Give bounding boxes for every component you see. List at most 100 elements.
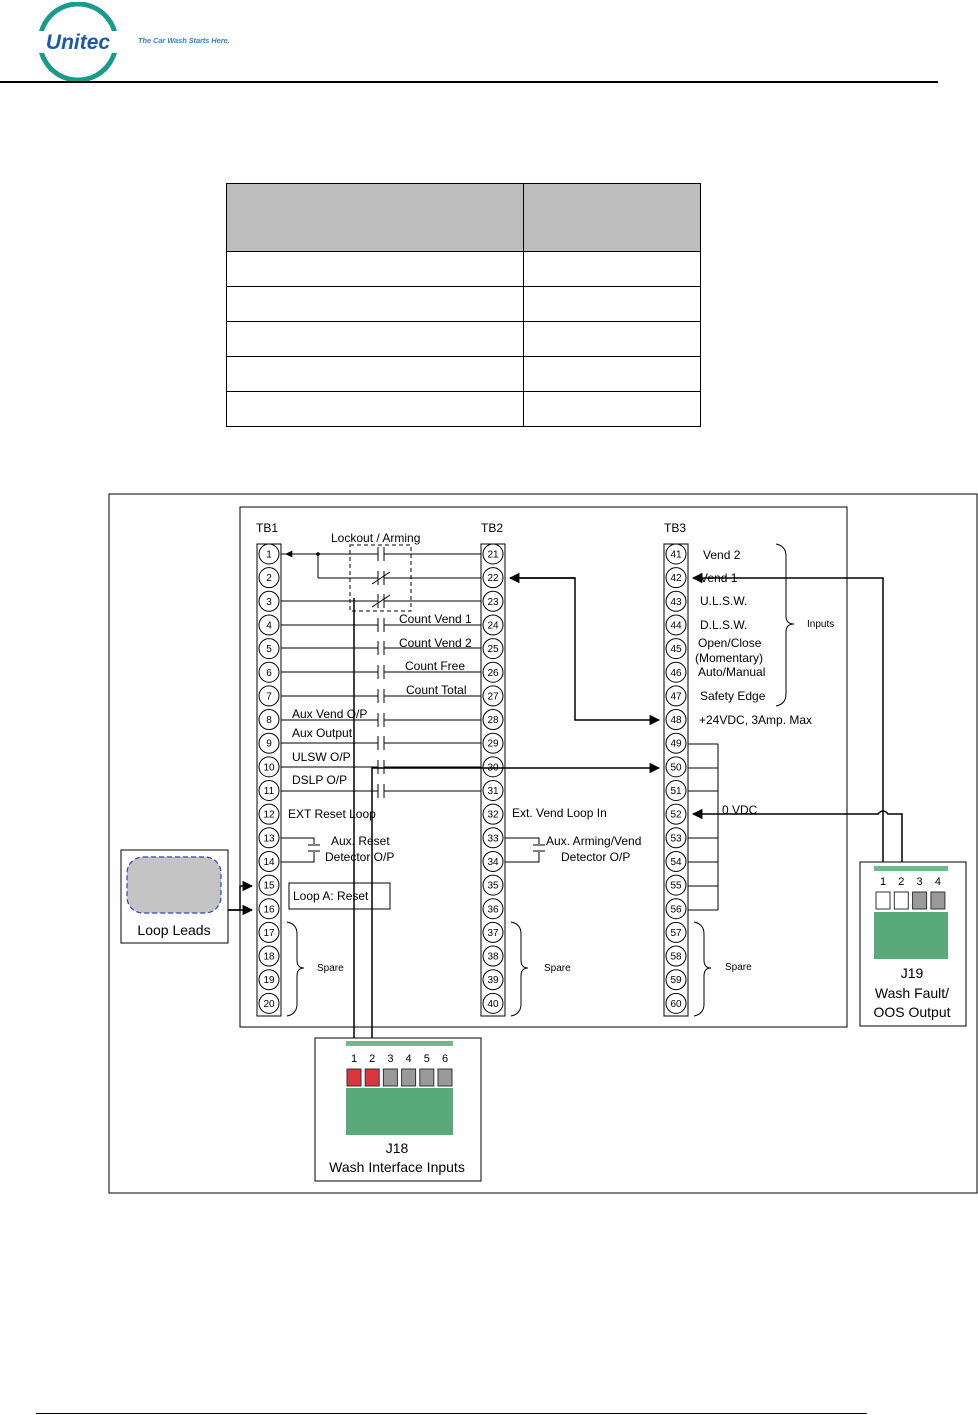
aux-arming-detector-label: Detector O/P — [561, 850, 630, 864]
table-header-cell — [523, 183, 701, 252]
j18-subtitle: Wash Interface Inputs — [329, 1159, 465, 1175]
tb2-terminal — [482, 780, 504, 801]
j19-pin-number: 2 — [898, 876, 904, 888]
tb2-terminal-number: 29 — [487, 739, 499, 750]
table-row — [226, 391, 701, 427]
tb1-terminal-number: 11 — [264, 786, 275, 797]
table-header-row — [226, 183, 701, 252]
tb1-label: TB1 — [256, 521, 278, 535]
tb3-terminal-number: 56 — [670, 904, 682, 915]
momentary-label: (Momentary) — [695, 651, 763, 665]
tb2-terminal-number: 37 — [487, 928, 499, 939]
inputs-label: Inputs — [807, 619, 834, 630]
tb3-terminal — [665, 850, 687, 872]
tb2-terminal — [482, 921, 504, 943]
tb2-terminal — [482, 969, 504, 991]
j18-title: J18 — [386, 1140, 409, 1156]
tb2-terminal-number: 34 — [487, 857, 499, 868]
tb2-terminal — [482, 567, 504, 589]
logo-text: Unitec — [46, 31, 111, 54]
tb1-terminal — [258, 992, 280, 1014]
wire-52-j19 — [691, 808, 903, 898]
tb1-spare-label: Spare — [317, 963, 344, 974]
aux-reset-label: Aux. Reset — [331, 834, 390, 848]
tb3-terminal — [665, 543, 687, 565]
tb1-terminal-number: 14 — [263, 857, 275, 868]
j18-pin-number: 3 — [387, 1053, 393, 1065]
tb3-terminal-number: 43 — [670, 597, 682, 608]
tb2-terminal — [482, 590, 504, 612]
tb2-terminal — [482, 661, 504, 683]
tb1-terminal — [258, 756, 280, 778]
inputs-bracket — [775, 543, 795, 707]
spec-table — [226, 183, 701, 427]
tb3-terminal-number: 55 — [670, 881, 682, 892]
tb1-terminal-number: 7 — [266, 691, 272, 702]
tb2-terminal — [482, 732, 504, 754]
tb1-terminal-number: 6 — [266, 668, 272, 679]
tb3-terminal — [665, 992, 687, 1014]
table-cell — [523, 356, 701, 392]
tb3-terminal — [665, 756, 687, 778]
tb2-terminal — [482, 638, 504, 660]
tb1-terminal-number: 8 — [266, 715, 272, 726]
ext-reset-label: EXT Reset Loop — [288, 807, 376, 821]
tb1-terminal — [258, 732, 280, 754]
j18-body — [346, 1088, 453, 1135]
aux-arming-contact — [505, 837, 545, 863]
tb3-terminal — [665, 969, 687, 991]
tb3-terminal-number: 49 — [670, 739, 682, 750]
tb3-terminal — [665, 638, 687, 660]
tb2-terminal-number: 26 — [487, 668, 499, 679]
tb1-terminal — [258, 780, 280, 801]
tb2-terminal-number: 35 — [487, 881, 499, 892]
tb2-terminal — [482, 850, 504, 872]
tb3-terminal — [665, 945, 687, 967]
tb1-terminal-number: 9 — [266, 739, 272, 750]
lockout-label: Lockout / Arming — [331, 531, 420, 545]
tb3-terminal — [665, 590, 687, 612]
j19-pin-number: 4 — [935, 876, 941, 888]
tb3-terminal — [665, 732, 687, 754]
tb3-terminal — [665, 827, 687, 849]
tb3-terminal-number: 48 — [670, 715, 682, 726]
tb1-terminal — [258, 638, 280, 660]
tb3-terminal — [665, 921, 687, 943]
j18-pin — [382, 1068, 398, 1087]
tb1-terminal-number: 1 — [266, 550, 272, 561]
tb3-terminal-number: 57 — [670, 928, 682, 939]
tb3-common-bus — [688, 743, 719, 911]
dslp-op-label: DSLP O/P — [292, 773, 347, 787]
ext-vend-label: Ext. Vend Loop In — [512, 806, 607, 820]
table-cell — [523, 391, 701, 427]
tb3-terminal — [665, 803, 687, 825]
tb2-terminal — [482, 709, 504, 731]
wire-42-j19 — [691, 572, 884, 898]
tb2-terminal-number: 27 — [487, 691, 499, 702]
tb2-terminal — [482, 945, 504, 967]
tb1-terminal — [258, 590, 280, 612]
tb1-terminal — [258, 874, 280, 896]
tb2-terminal-number: 21 — [487, 550, 499, 561]
controller-board — [239, 506, 848, 1028]
tb1-terminal-number: 16 — [263, 904, 275, 915]
j19-pin-used — [875, 891, 891, 910]
tb3-terminal-number: 60 — [670, 999, 682, 1010]
tb1-terminal — [258, 567, 280, 589]
safety-edge-label: Safety Edge — [700, 689, 766, 703]
tb3-terminal-number: 46 — [670, 668, 682, 679]
tb2-terminal-number: 36 — [487, 904, 499, 915]
tb1-terminal — [258, 709, 280, 731]
table-cell — [523, 286, 701, 322]
tb1-terminal — [258, 945, 280, 967]
count-contacts — [281, 618, 481, 798]
auto-manual-label: Auto/Manual — [698, 665, 765, 679]
tb1-terminal — [258, 827, 280, 849]
wire-j18-pin2 — [371, 762, 661, 1070]
tb3-terminal — [665, 661, 687, 683]
plus24vdc-label: +24VDC, 3Amp. Max — [699, 713, 812, 727]
tb3-terminal-number: 42 — [670, 573, 682, 584]
header-rule — [0, 81, 938, 83]
table-row — [226, 321, 701, 357]
tb1-spare-bracket — [286, 921, 305, 1017]
